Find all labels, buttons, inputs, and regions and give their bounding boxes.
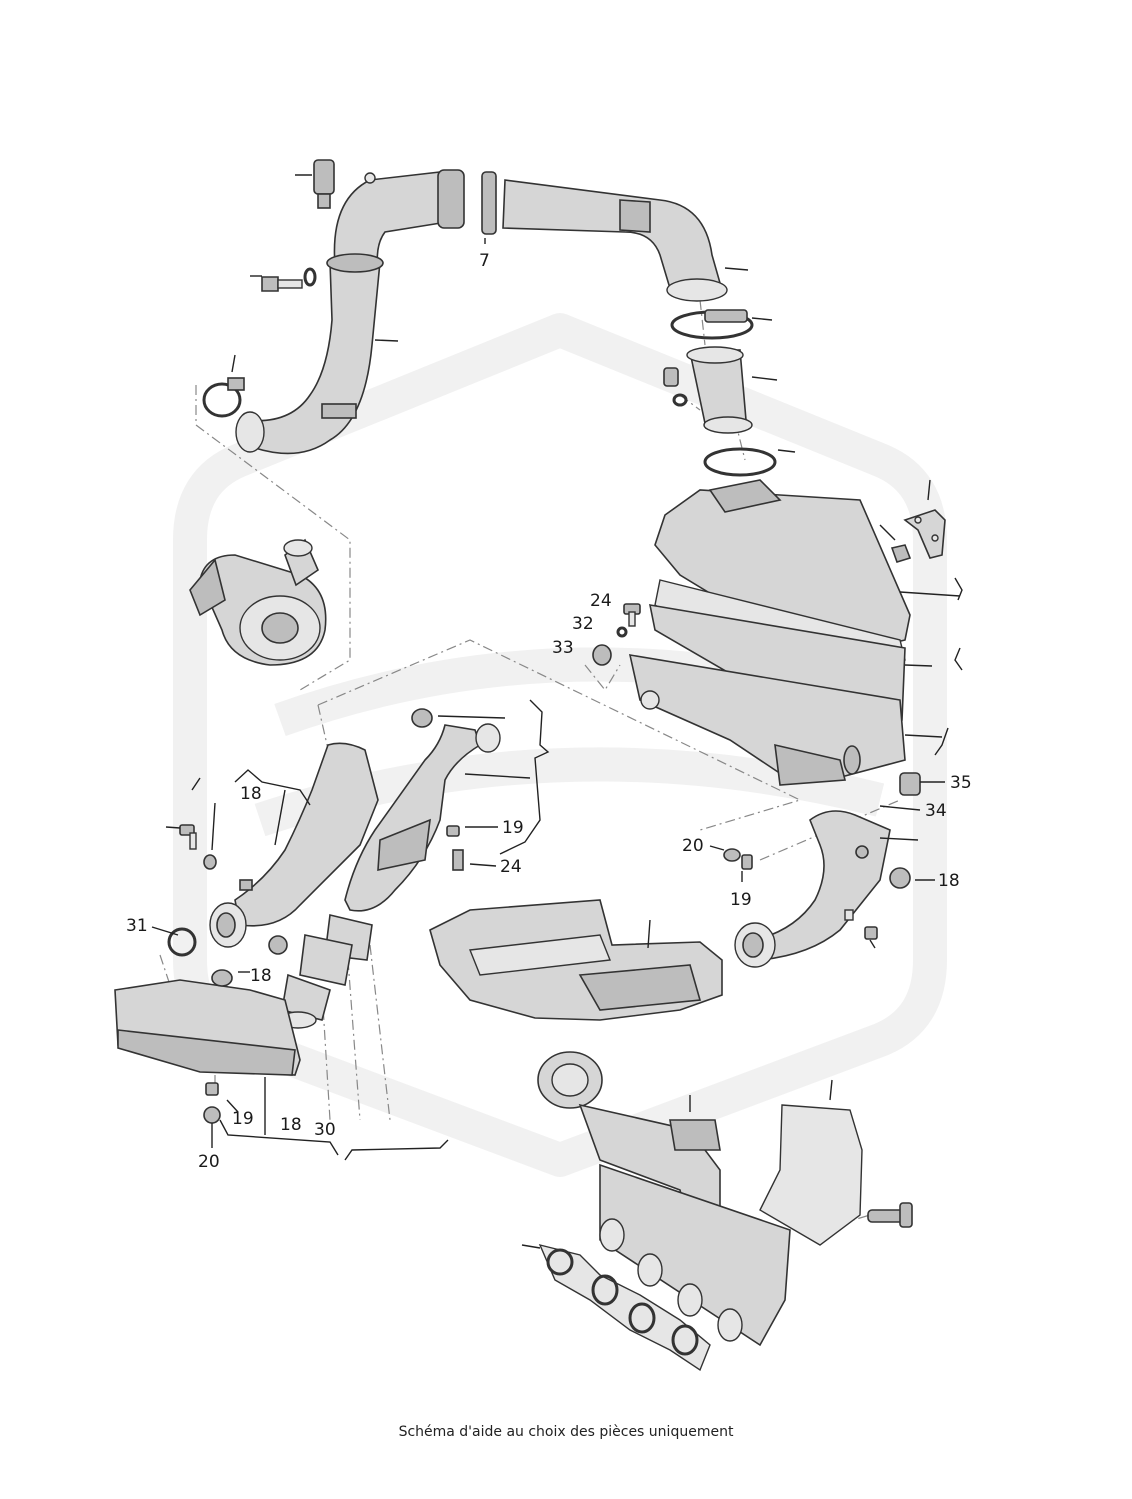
charge-air-duct-left	[167, 742, 379, 957]
callout-33: 33	[552, 638, 574, 658]
callout-24: 24	[500, 857, 522, 877]
heat-shield	[759, 1104, 913, 1246]
fasteners-filter-left	[592, 603, 921, 796]
manifold-gasket	[538, 1243, 711, 1372]
callout-18: 18	[240, 784, 262, 804]
bracket-upper-right	[890, 509, 946, 563]
callout-31: 31	[126, 916, 148, 936]
callout-24: 24	[590, 591, 612, 611]
callout-19: 19	[730, 890, 752, 910]
callout-19: 19	[232, 1109, 254, 1129]
air-duct-middle	[429, 899, 723, 1021]
intake-hose-upper-right	[481, 171, 777, 477]
callout-34: 34	[925, 801, 947, 821]
turbocharger	[189, 538, 327, 666]
callout-labels: 7 24 32 33 35 34 18 19 24 20 19 18 31 18…	[126, 251, 972, 1172]
callout-19: 19	[502, 818, 524, 838]
callout-30: 30	[314, 1120, 336, 1140]
callout-leader-lines	[151, 174, 963, 1249]
diagram-caption: Schéma d'aide au choix des pièces unique…	[398, 1424, 734, 1440]
hose-couplers-center	[279, 914, 373, 1029]
callout-18: 18	[250, 966, 272, 986]
charge-air-pipe-center	[344, 708, 501, 912]
charge-air-duct-right	[723, 810, 911, 968]
callout-18: 18	[280, 1115, 302, 1135]
intake-manifold	[537, 1051, 791, 1347]
callout-35: 35	[950, 773, 972, 793]
charge-air-pipe-upper-left	[202, 159, 465, 455]
callout-20: 20	[198, 1152, 220, 1172]
callout-18: 18	[938, 871, 960, 891]
callout-32: 32	[572, 614, 594, 634]
air-filter-housing	[628, 479, 911, 786]
callout-7: 7	[479, 251, 490, 271]
intake-box-lower-left	[114, 969, 301, 1124]
callout-20: 20	[682, 836, 704, 856]
